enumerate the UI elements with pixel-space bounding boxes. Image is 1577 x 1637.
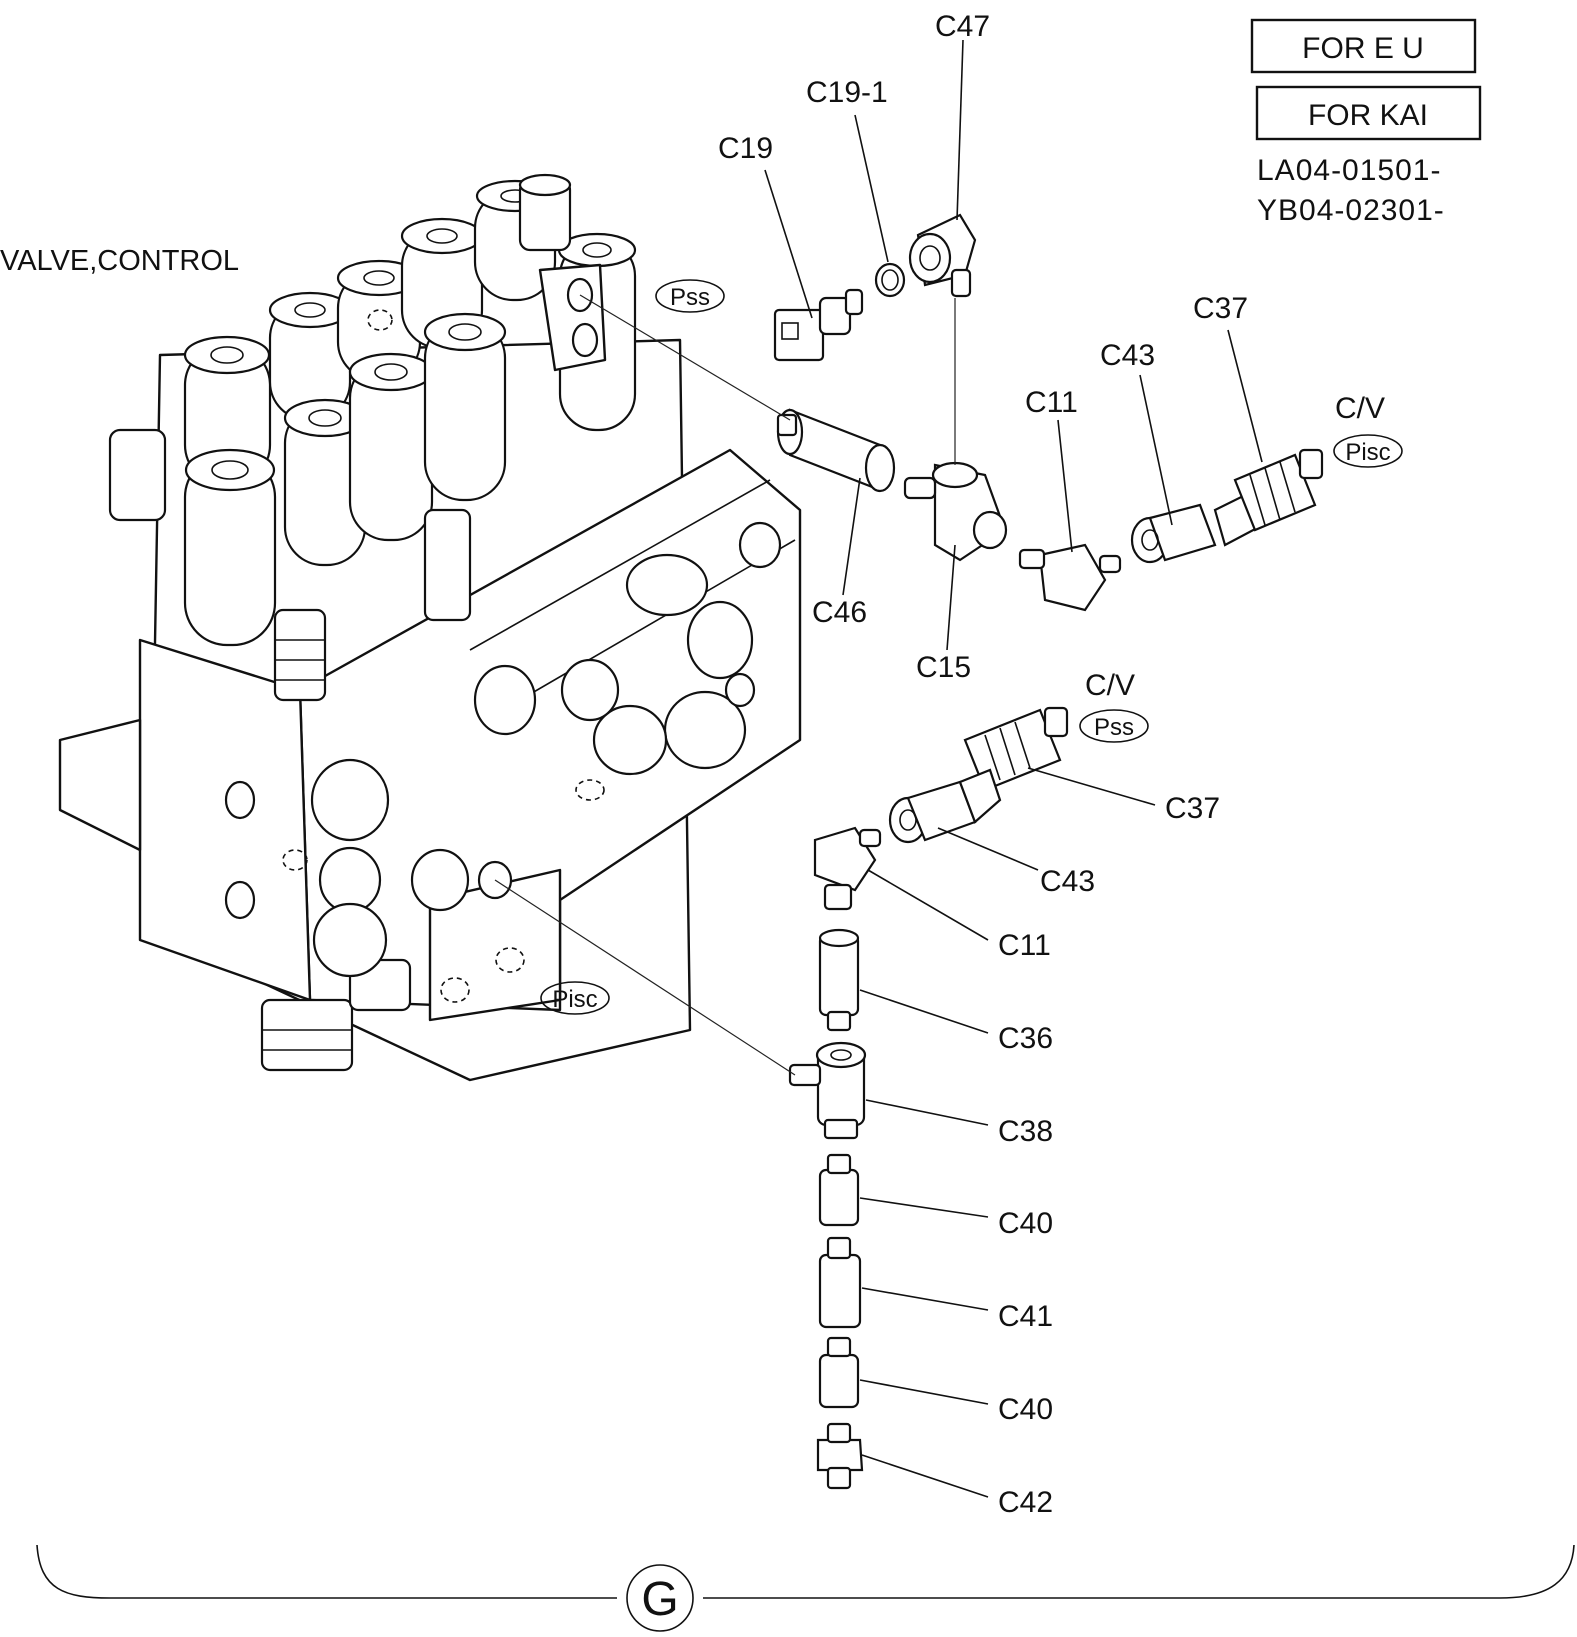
pisc-tag-lower [540, 981, 610, 1015]
group-g-letter: G [641, 1573, 678, 1626]
callout-c11-upper: C11 [1025, 386, 1078, 419]
callout-c37-upper: C37 [1193, 292, 1248, 325]
diagram-title: VALVE,CONTROL [0, 245, 239, 277]
part-c42 [816, 1438, 864, 1472]
callout-c37-lower: C37 [1165, 792, 1220, 825]
port-tags: Pss C/V Pisc C/V Pss Pisc [540, 279, 1403, 1015]
serial-range-2: YB04-02301- [1257, 194, 1445, 227]
pisc-tag-upper-text: Pisc [1345, 439, 1390, 466]
callout-c46: C46 [812, 596, 867, 629]
part-c11-upper [1038, 543, 1107, 612]
group-g-circle [626, 1564, 694, 1632]
pisc-tag-lower-text: Pisc [552, 986, 597, 1013]
callout-c41: C41 [998, 1300, 1053, 1333]
pss-tag-lower-text: Pss [1094, 714, 1134, 741]
serial-range-1: LA04-01501- [1257, 154, 1441, 187]
for-kai-box [1255, 85, 1482, 141]
part-c40-a [818, 1168, 860, 1227]
applicability-notes: FOR E U FOR KAI LA04-01501- YB04-02301- [1250, 18, 1482, 227]
group-brace: G [36, 1544, 1575, 1632]
callout-c15: C15 [916, 651, 971, 684]
callout-c19-1: C19-1 [806, 76, 888, 109]
callout-c19: C19 [718, 132, 773, 165]
for-eu-box [1250, 18, 1477, 74]
callout-c47: C47 [935, 10, 990, 43]
callout-c36: C36 [998, 1022, 1053, 1055]
for-eu-label: FOR E U [1302, 32, 1424, 65]
part-c19-1 [874, 262, 906, 298]
callout-c40-b: C40 [998, 1393, 1053, 1426]
connection-lines [494, 294, 956, 1076]
pss-tag-upper [655, 279, 725, 313]
pisc-tag-upper [1333, 434, 1403, 468]
cv-label-upper: C/V [1335, 392, 1385, 425]
callout-c42: C42 [998, 1486, 1053, 1519]
lower-fittings [788, 706, 1069, 1490]
leader-lines [764, 39, 1263, 1498]
callout-c43-upper: C43 [1100, 339, 1155, 372]
pss-tag-upper-text: Pss [670, 284, 710, 311]
for-kai-label: FOR KAI [1308, 99, 1428, 132]
part-c40-b [818, 1353, 860, 1409]
callout-c40-a: C40 [998, 1207, 1053, 1240]
part-callouts: C47 C19-1 C19 C37 C43 C11 C46 C15 C37 C4… [718, 10, 1248, 1519]
callout-c38: C38 [998, 1115, 1053, 1148]
upper-fittings [773, 213, 1324, 612]
control-valve-body [58, 173, 802, 1082]
cv-label-lower: C/V [1085, 669, 1135, 702]
callout-c43-lower: C43 [1040, 865, 1095, 898]
callout-c11-lower: C11 [998, 929, 1051, 962]
pss-tag-lower [1079, 709, 1149, 743]
part-c41 [818, 1253, 862, 1329]
